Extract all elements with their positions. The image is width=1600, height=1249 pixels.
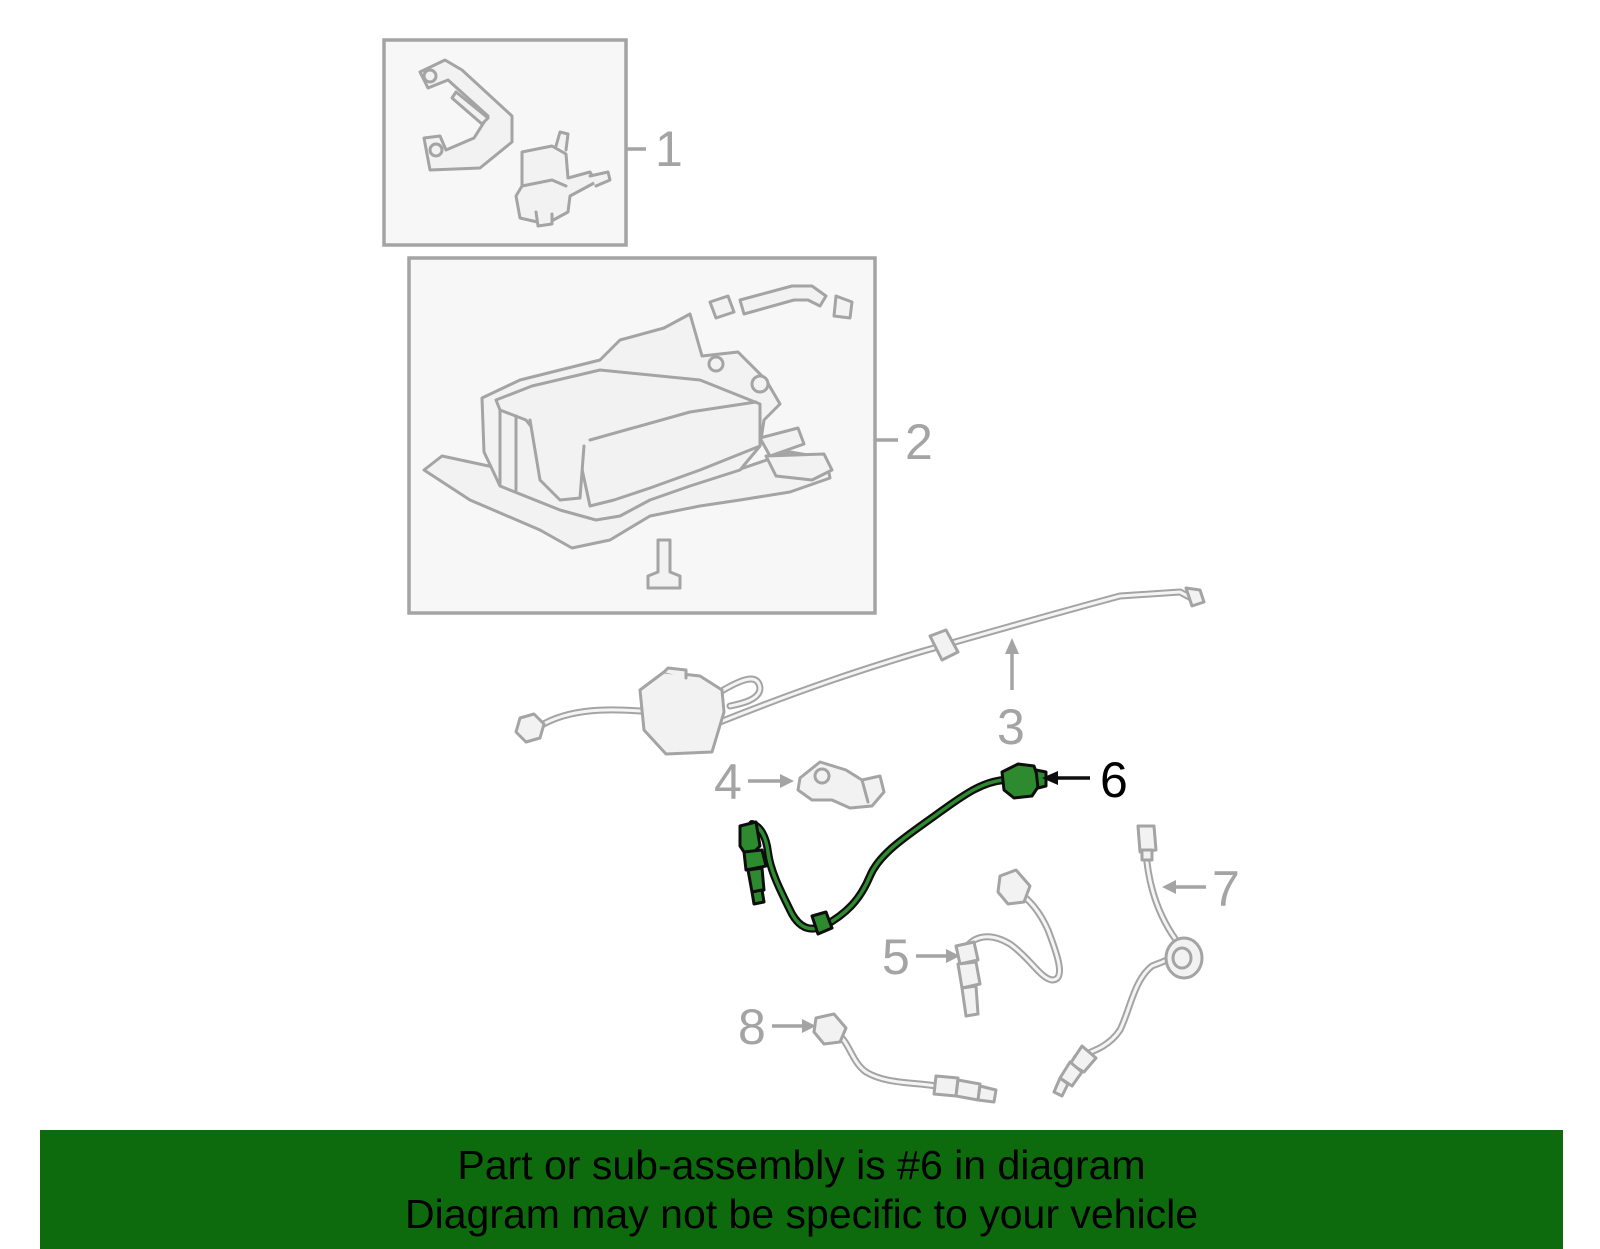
part-2-bolt [646,538,682,590]
part-3-body [638,670,726,756]
part-8-group[interactable] [812,1012,998,1104]
part-8-wire [834,1030,940,1090]
arrow-8 [802,1019,816,1033]
part-7-wire [1072,848,1182,1062]
part-4-sensor [796,760,886,810]
callout-3: 3 [997,699,1025,755]
info-banner: Part or sub-assembly is #6 in diagram Di… [40,1130,1563,1249]
part-2-hose [738,284,828,316]
arrow-7 [1162,880,1176,894]
callout-1: 1 [655,121,683,177]
part-1-bracket [418,58,514,172]
part-6-group[interactable] [738,762,1048,936]
banner-line-1: Part or sub-assembly is #6 in diagram [457,1142,1146,1188]
part-8-connector [812,1012,848,1046]
part-1-group[interactable] [382,38,628,247]
part-7-connector [1136,824,1158,854]
part-6-connector [1000,762,1042,800]
part-6-sensor [738,820,762,854]
part-5-connector [996,868,1032,906]
parts-diagram: 1 2 [382,38,1240,1104]
part-2-group[interactable] [407,256,877,615]
callout-2: 2 [905,414,933,470]
arrow-5 [946,949,960,963]
part-5-group[interactable] [954,868,1063,1018]
part-3-group[interactable] [514,586,1206,756]
part-3-nut [514,712,546,744]
banner-line-2: Diagram may not be specific to your vehi… [404,1191,1198,1237]
arrow-4 [780,774,794,788]
callout-4: 4 [714,754,742,810]
callout-8: 8 [738,999,766,1055]
arrow-6 [1042,771,1058,785]
part-4-group[interactable] [796,760,886,810]
callout-7: 7 [1212,861,1240,917]
arrow-3 [1005,638,1019,654]
part-7-group[interactable] [1052,824,1204,1098]
callout-6: 6 [1100,752,1128,808]
callout-5: 5 [882,929,910,985]
